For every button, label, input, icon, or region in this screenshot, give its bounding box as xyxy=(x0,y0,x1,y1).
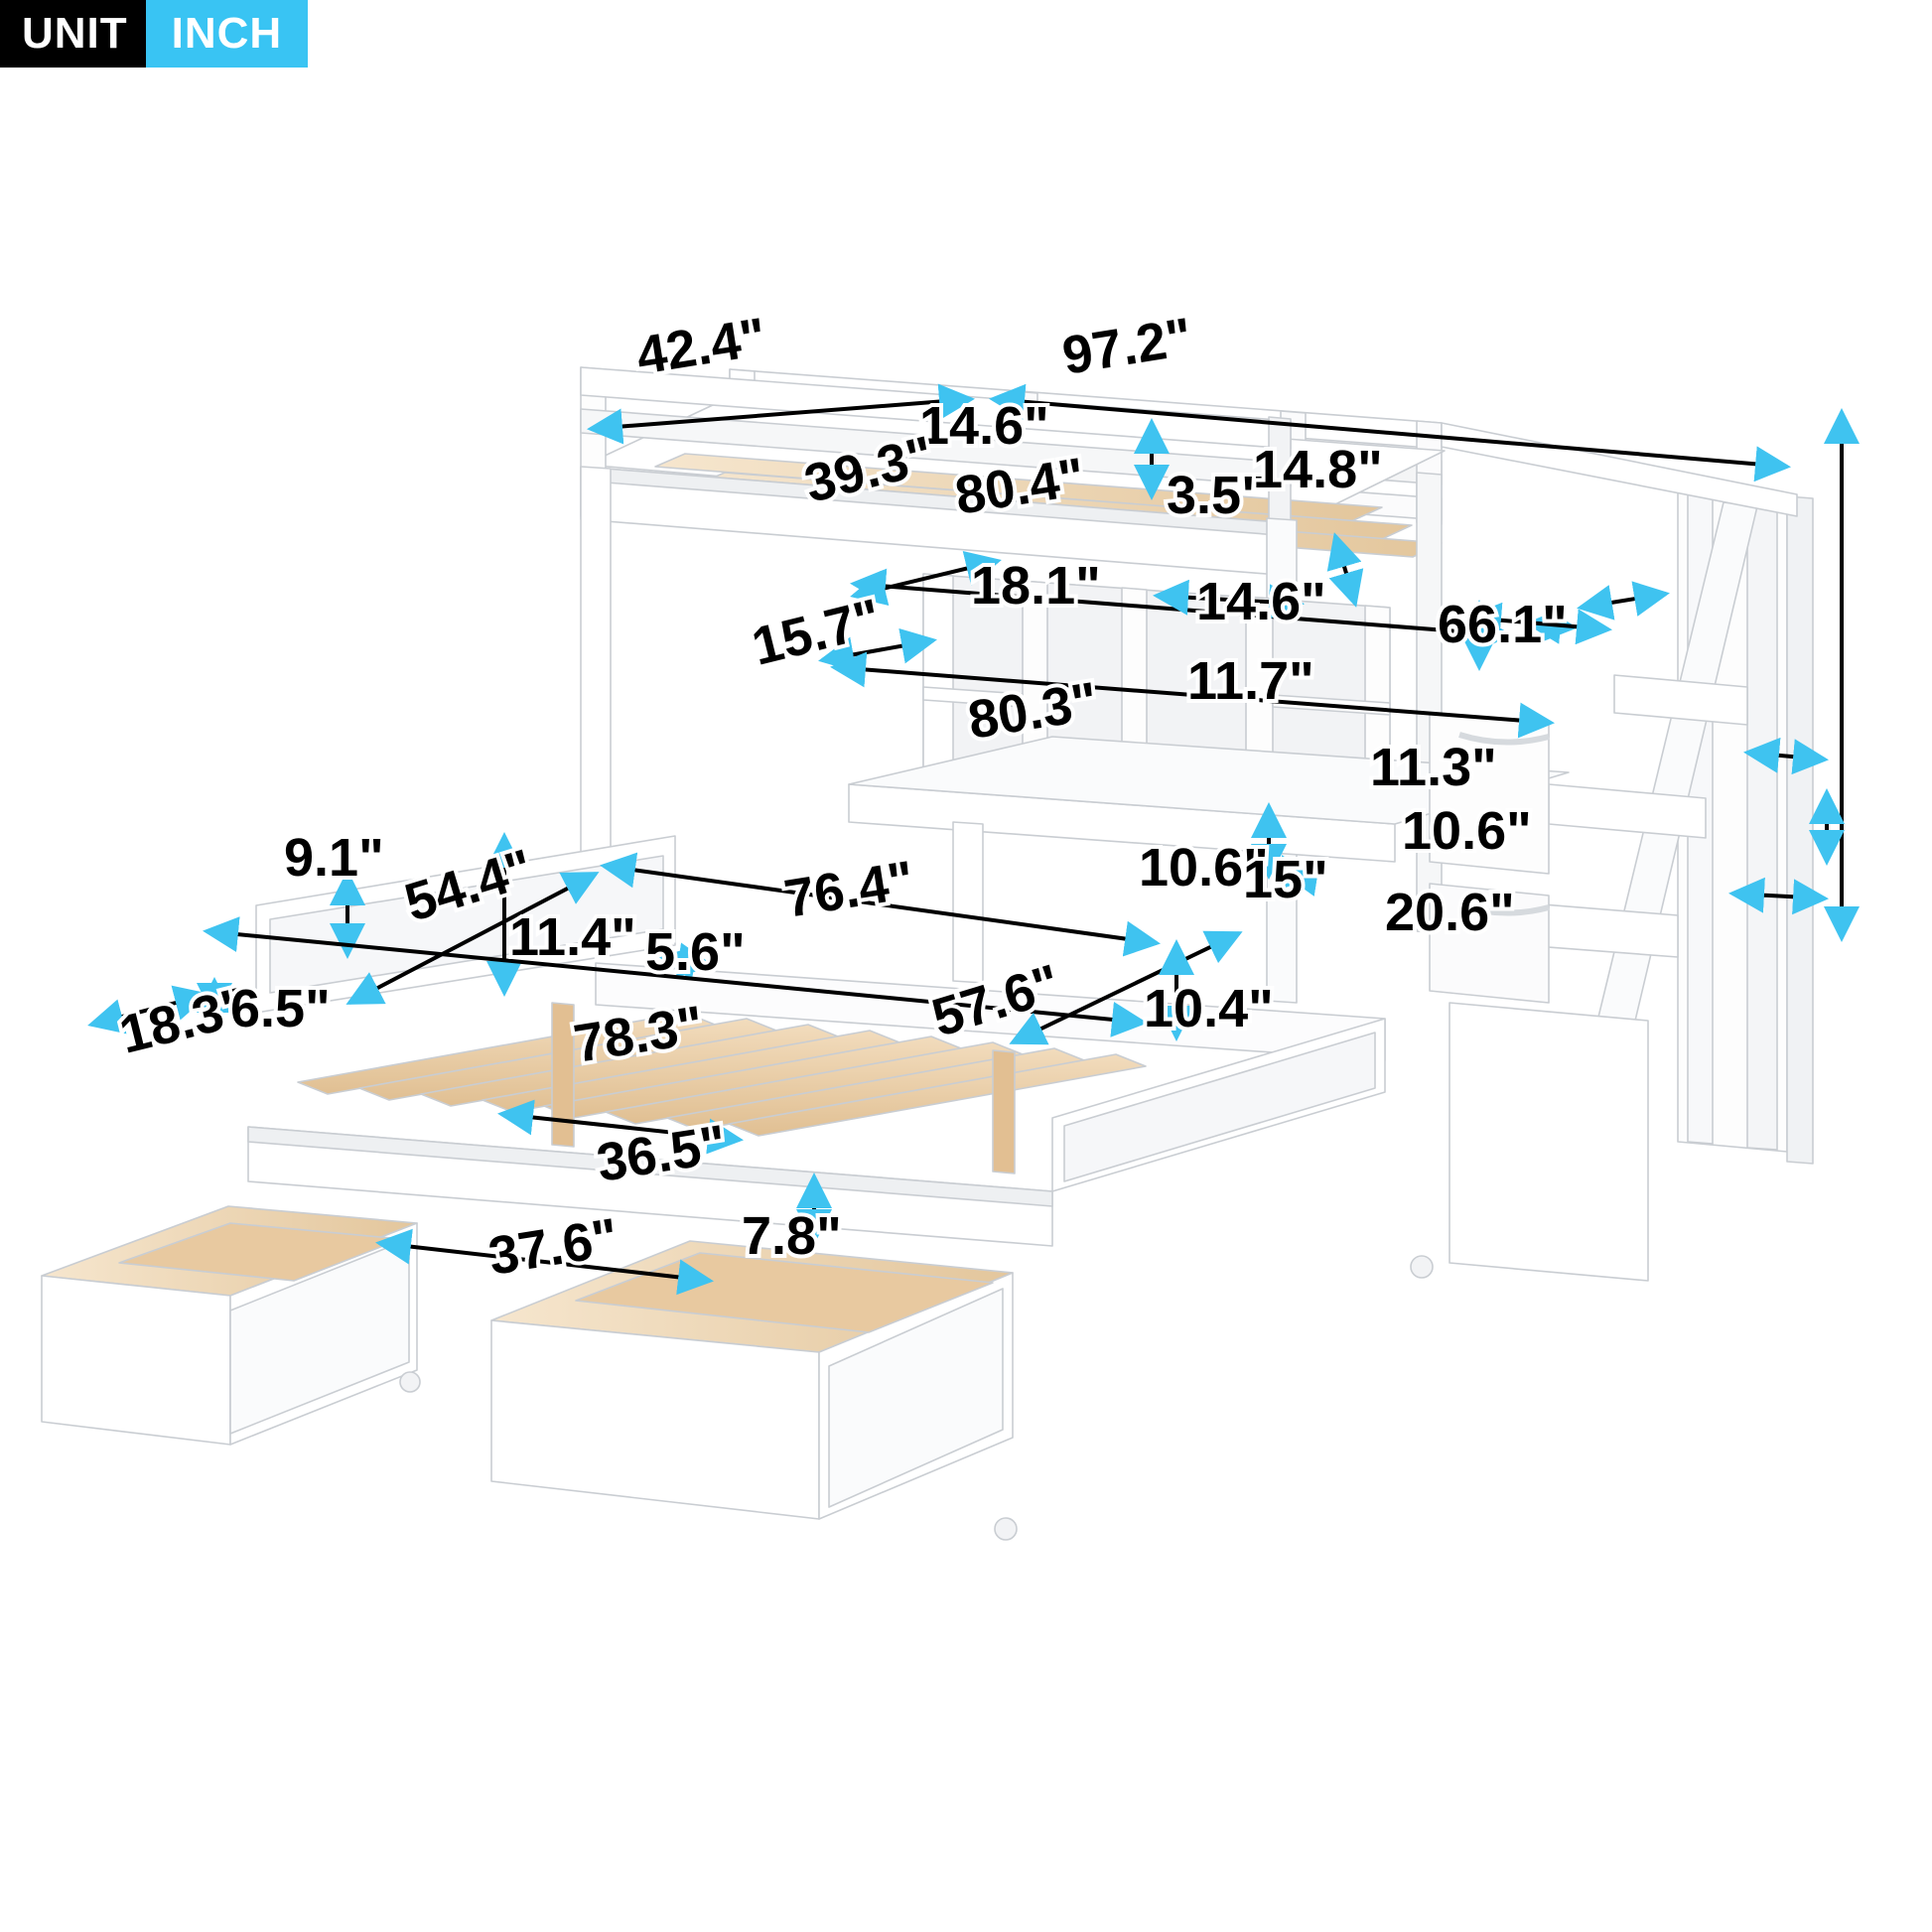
dimension-shelf-opening-w: 18.1" xyxy=(971,555,1101,617)
dimension-label: 11.4" xyxy=(509,906,636,968)
dimension-slat-gap-top: 3.5" xyxy=(1167,465,1267,526)
dimension-slat-height: 11.4" xyxy=(509,906,636,968)
dimension-label: 7.8" xyxy=(742,1205,842,1267)
caster xyxy=(994,1517,1018,1541)
dimension-clearance: 10.4" xyxy=(1144,978,1274,1039)
dimension-step-rise: 10.6" xyxy=(1402,800,1532,862)
dimension-small-drawer-h: 6.5" xyxy=(230,978,331,1039)
dimension-label: 14.6" xyxy=(1196,571,1326,632)
drawer-small xyxy=(41,1205,418,1446)
unit-value: INCH xyxy=(145,0,309,68)
dimension-stair-drawer-w: 15" xyxy=(1243,849,1328,910)
desk-leg xyxy=(952,821,984,984)
caster xyxy=(399,1371,421,1393)
dimension-stair-rail-w: 11.3" xyxy=(1370,737,1497,798)
caster xyxy=(1410,1255,1434,1279)
dimension-label: 5.6" xyxy=(645,921,746,983)
dimension-label: 3.5" xyxy=(1167,465,1267,526)
unit-label: UNIT xyxy=(0,0,146,68)
dimension-label: 18.1" xyxy=(971,555,1101,617)
dimension-label: 66.1" xyxy=(1438,594,1568,655)
unit-badge: UNIT INCH xyxy=(0,0,309,68)
dimension-overall-height: 66.1" xyxy=(1438,594,1568,655)
dimension-label: 6.5" xyxy=(230,978,331,1039)
dimension-step-depth: 20.6" xyxy=(1385,882,1515,943)
dimension-label: 10.6" xyxy=(1402,800,1532,862)
dimension-rail-post-w: 14.8" xyxy=(1253,439,1383,500)
dimension-slat-width: 5.6" xyxy=(645,921,746,983)
dimension-headboard-h: 9.1" xyxy=(284,827,384,889)
dimension-label: 14.8" xyxy=(1253,439,1383,500)
dimension-label: 11.3" xyxy=(1370,737,1497,798)
dimension-label: 11.7" xyxy=(1187,650,1314,712)
dimension-big-drawer-h: 7.8" xyxy=(742,1205,842,1267)
dimension-label: 20.6" xyxy=(1385,882,1515,943)
drawer-large xyxy=(490,1240,1014,1520)
dimension-side-cubby-w: 14.6" xyxy=(1196,571,1326,632)
loft-leg-back-right xyxy=(1416,472,1443,934)
dimension-label: 14.6" xyxy=(919,395,1049,457)
dimension-label: 15" xyxy=(1243,849,1328,910)
dimension-cubby-height: 11.7" xyxy=(1187,650,1314,712)
staircase xyxy=(1429,422,1814,1282)
dimension-guardrail-height: 14.6" xyxy=(919,395,1049,457)
dimension-label: 10.4" xyxy=(1144,978,1274,1039)
dimension-label: 9.1" xyxy=(284,827,384,889)
